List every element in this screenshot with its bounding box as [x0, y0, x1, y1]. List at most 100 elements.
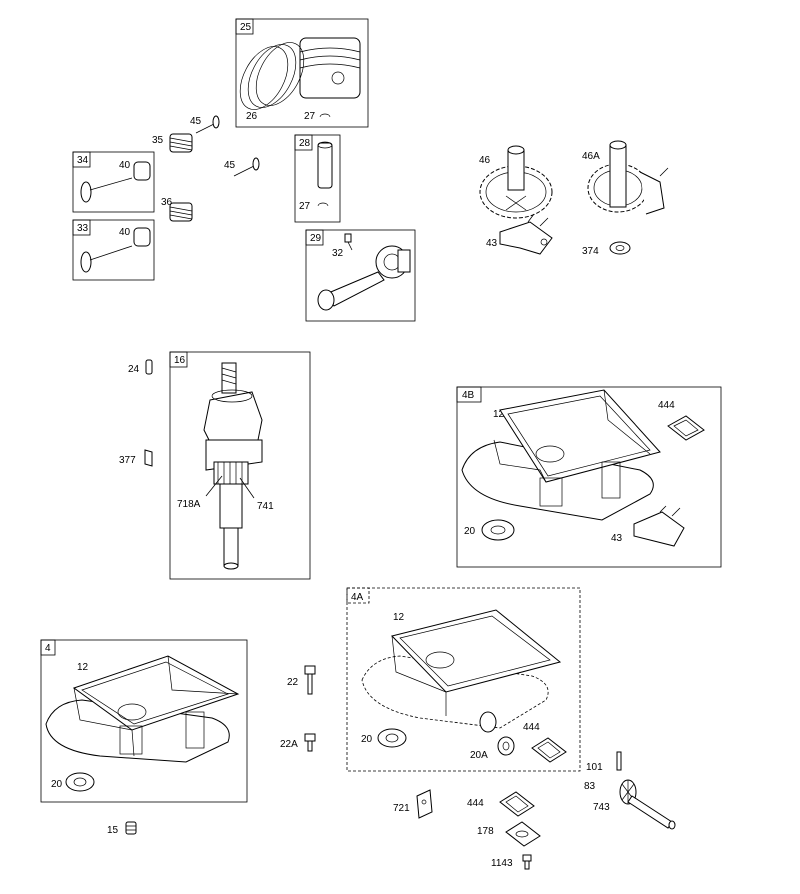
label-377: 377 [119, 455, 136, 466]
label-15: 15 [107, 825, 119, 836]
label-45: 45 [190, 116, 202, 127]
label-444: 444 [523, 722, 540, 733]
box-16-frame [169, 351, 311, 580]
box-25-frame [235, 18, 369, 128]
box-29-id: 29 [310, 233, 322, 244]
rod-bolt-icon [344, 233, 353, 251]
label-43: 43 [611, 533, 623, 544]
label-718A: 718A [177, 499, 201, 510]
oil-seal-icon [65, 772, 95, 792]
valve-springs-group: 45 35 45 36 34 40 [72, 115, 260, 281]
connecting-rod-icon [317, 245, 411, 311]
box-25-id: 25 [240, 22, 252, 33]
label-101: 101 [586, 762, 603, 773]
governor-assembly-icon [499, 213, 553, 255]
box-25-piston-group: 25 26 27 [235, 18, 369, 128]
label-12: 12 [77, 662, 89, 673]
label-40: 40 [119, 227, 131, 238]
piston-pin-icon [317, 141, 333, 189]
label-27: 27 [304, 111, 316, 122]
box-16-id: 16 [174, 355, 186, 366]
box-34-id: 34 [77, 155, 89, 166]
label-46A: 46A [582, 151, 600, 162]
box-29-frame [305, 229, 416, 322]
governor-shaft-icon [619, 779, 676, 830]
box-4-group: 4 12 20 [40, 639, 248, 803]
box-4A-id: 4A [351, 592, 364, 603]
label-46: 46 [479, 155, 491, 166]
bottom-parts-group: 721 444 178 1143 [393, 789, 541, 870]
box-33-id: 33 [77, 223, 89, 234]
label-12: 12 [493, 409, 505, 420]
pin-clip-icon [317, 202, 329, 207]
label-35: 35 [152, 135, 164, 146]
label-743: 743 [593, 802, 610, 813]
camshaft-group: 46 43 46A 374 [479, 140, 669, 257]
box-28-group: 28 27 [294, 134, 341, 223]
gasket-icon [499, 791, 535, 817]
label-12: 12 [393, 612, 405, 623]
box-28-frame [294, 134, 341, 223]
bolts-group: 22 22A 15 [107, 665, 316, 836]
label-32: 32 [332, 248, 344, 259]
box-34-frame [72, 151, 155, 213]
label-178: 178 [477, 826, 494, 837]
label-83: 83 [584, 781, 596, 792]
screw-icon [522, 854, 532, 870]
label-20: 20 [51, 779, 63, 790]
plate-icon [505, 821, 541, 847]
bolt-icon [304, 665, 316, 695]
label-22A: 22A [280, 739, 298, 750]
box-4A-group: 4A 12 20 444 20A [346, 587, 581, 772]
oil-seal-icon [377, 728, 407, 748]
box-4B-id: 4B [462, 390, 475, 401]
bolt-icon [304, 733, 316, 752]
crankcase-cover-icon [45, 655, 240, 763]
box-4B-frame [456, 386, 722, 568]
label-45: 45 [224, 160, 236, 171]
label-20: 20 [464, 526, 476, 537]
box-4B-group: 4B 12 444 20 43 [456, 386, 722, 568]
box-4A-frame [346, 587, 581, 772]
label-27: 27 [299, 201, 311, 212]
bracket-icon [416, 789, 433, 819]
piston-icon [299, 37, 361, 99]
label-22: 22 [287, 677, 299, 688]
label-1143: 1143 [491, 858, 513, 869]
crankcase-cover-icon [461, 389, 661, 521]
exhaust-valve-icon [80, 161, 151, 203]
gasket-icon [667, 415, 705, 441]
box-4-id: 4 [45, 643, 51, 654]
crankshaft-icon [203, 362, 263, 570]
label-26: 26 [246, 111, 258, 122]
governor-shaft-group: 101 83 743 [584, 751, 676, 830]
box-29-group: 29 32 [305, 229, 416, 322]
label-374: 374 [582, 246, 599, 257]
label-20A: 20A [470, 750, 488, 761]
box-4-frame [40, 639, 248, 803]
label-43: 43 [486, 238, 498, 249]
governor-assembly-icon [633, 505, 685, 547]
key-icon [144, 449, 153, 467]
crankcase-cover-icon [361, 609, 562, 733]
label-20: 20 [361, 734, 373, 745]
label-444: 444 [658, 400, 675, 411]
label-721: 721 [393, 803, 410, 814]
intake-valve-icon [80, 227, 151, 273]
label-444: 444 [467, 798, 484, 809]
box-28-id: 28 [299, 138, 311, 149]
valve-spring-icon [169, 133, 193, 153]
camshaft-gear-icon [479, 145, 553, 219]
label-741: 741 [257, 501, 274, 512]
label-40: 40 [119, 160, 131, 171]
crankshaft-group: 24 377 16 718A 741 [119, 351, 311, 580]
plug-icon [125, 821, 137, 835]
retaining-clip-icon [319, 113, 331, 118]
label-24: 24 [128, 364, 140, 375]
valve-stem-icon [195, 115, 220, 134]
label-36: 36 [161, 197, 173, 208]
valve-stem-icon [233, 157, 260, 177]
washer-icon [609, 241, 631, 255]
pin-icon [616, 751, 622, 771]
